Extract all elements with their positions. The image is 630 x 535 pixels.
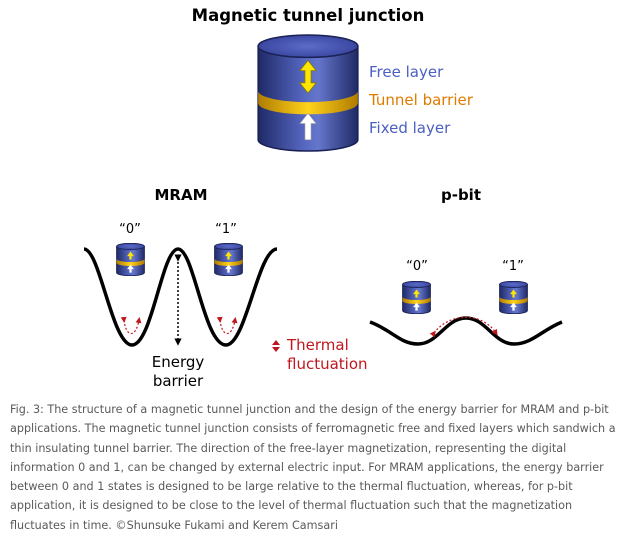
thermal-label-line2: fluctuation [287,355,368,373]
mtj-diagram: Magnetic tunnel junction Free layer Tunn… [83,6,563,390]
mram-cylinder-1 [214,243,243,276]
mram-thermal-arrows-1 [216,316,238,335]
energy-barrier-label-line1: Energy [152,353,205,371]
mram-state-1-label: “1” [215,222,237,237]
pbit-cylinder-1 [499,281,528,314]
figure-caption: Fig. 3: The structure of a magnetic tunn… [10,403,616,532]
mram-state-0-label: “0” [119,222,141,237]
pbit-state-1-label: “1” [502,259,524,274]
energy-barrier-label-line2: barrier [153,372,204,390]
mram-thermal-arrows-0 [120,316,142,335]
pbit-thermal-arrow [429,316,498,338]
mram-cylinder-0 [116,243,145,276]
mtj-cylinder [257,34,359,152]
pbit-energy-curve [369,316,563,346]
pbit-state-0-label: “0” [406,259,428,274]
diagram-title: Magnetic tunnel junction [192,6,425,25]
tunnel-barrier-label: Tunnel barrier [368,91,474,109]
free-layer-label: Free layer [369,63,444,81]
fixed-layer-label: Fixed layer [369,119,451,137]
thermal-label-line1: Thermal [286,336,349,354]
pbit-title: p-bit [441,186,481,204]
mram-energy-curve [83,247,278,347]
pbit-cylinder-0 [402,281,431,314]
thermal-fluctuation-icon [272,340,280,352]
mram-title: MRAM [154,186,207,204]
